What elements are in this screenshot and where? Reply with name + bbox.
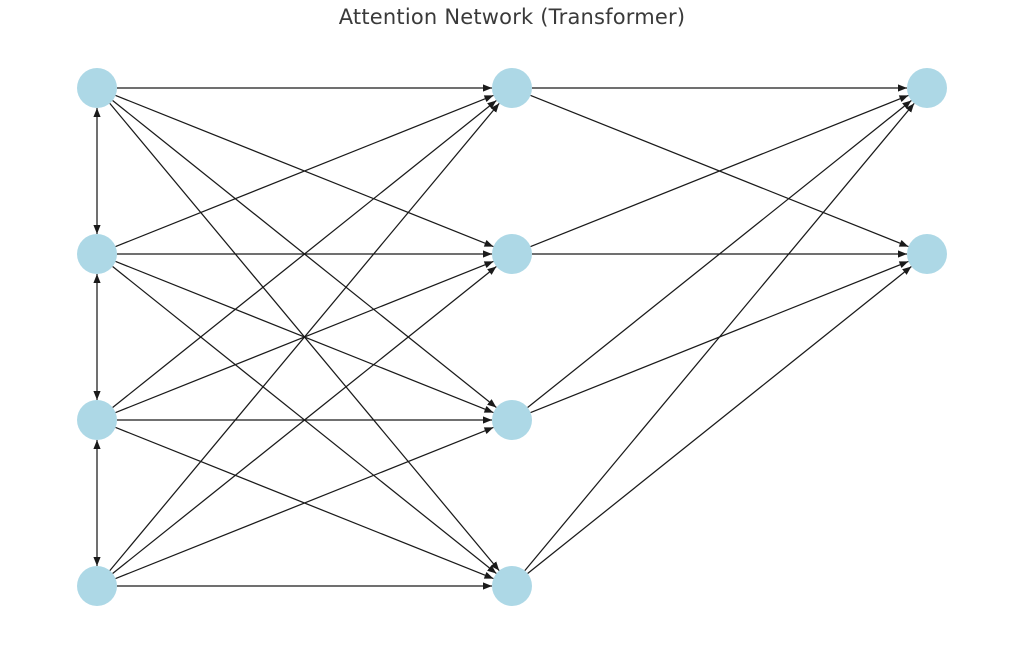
edge-i3-h0 [109, 102, 500, 572]
edge-h2-o0 [527, 100, 912, 408]
edges-layer [93, 84, 915, 590]
edge-h1-o0 [530, 94, 909, 248]
diagram-title: Attention Network (Transformer) [338, 5, 686, 29]
edge-i2-h0 [112, 100, 497, 408]
node-h1 [492, 234, 532, 274]
node-i3 [77, 566, 117, 606]
node-i1 [77, 234, 117, 274]
node-o0 [907, 68, 947, 108]
node-h3 [492, 566, 532, 606]
edge-i3-h2 [115, 426, 494, 580]
edge-h3-o1 [527, 266, 912, 574]
nodes-layer [77, 68, 947, 606]
node-i0 [77, 68, 117, 108]
node-i2 [77, 400, 117, 440]
edge-i1-h0 [115, 94, 494, 248]
node-h2 [492, 400, 532, 440]
edge-h3-o0 [524, 102, 915, 572]
node-h0 [492, 68, 532, 108]
edge-i3-h1 [112, 266, 497, 574]
node-o1 [907, 234, 947, 274]
